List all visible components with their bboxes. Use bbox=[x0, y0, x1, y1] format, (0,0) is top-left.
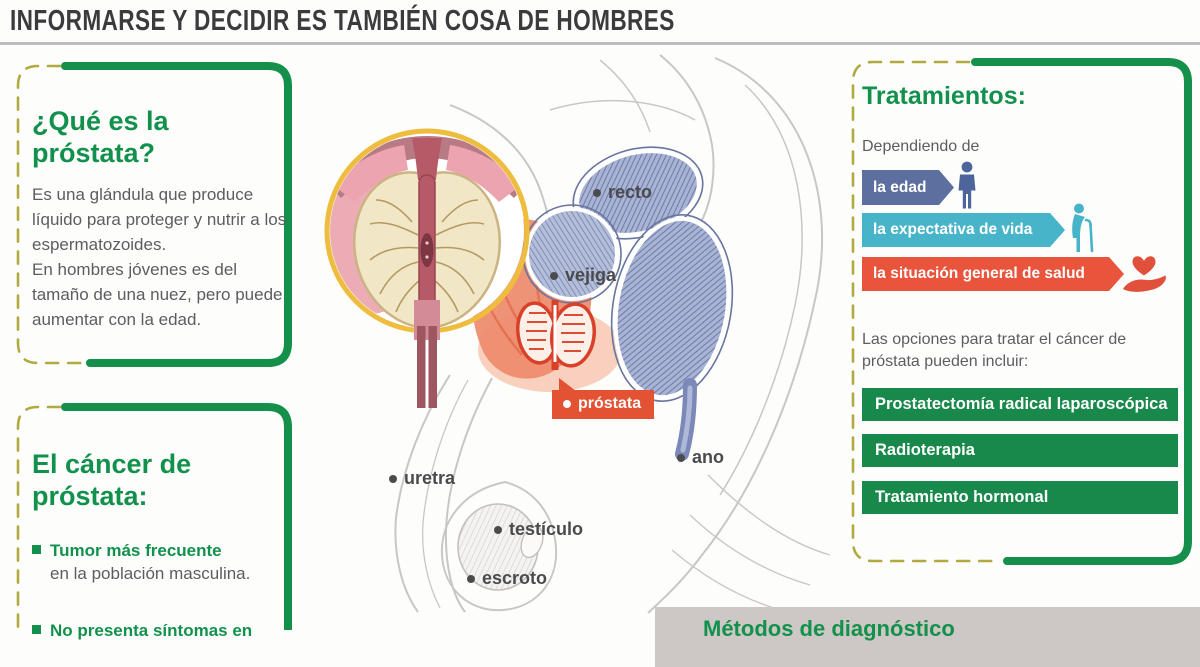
box-frame bbox=[16, 62, 292, 367]
bullet-rest-text: en la población masculina. bbox=[50, 564, 251, 583]
heart-in-hand-icon bbox=[1123, 256, 1166, 292]
what-is-prostate-box: ¿Qué es la próstata? Es una glándula que… bbox=[10, 62, 294, 368]
treatment-option-prostatectomy: Prostatectomía radical laparoscópica bbox=[862, 388, 1178, 421]
person-icon bbox=[958, 161, 976, 209]
bullet-dot-icon bbox=[593, 188, 601, 197]
label-text: recto bbox=[608, 182, 653, 202]
bullet-bold-text: Tumor más frecuente bbox=[50, 541, 222, 560]
label-recto: recto bbox=[593, 182, 652, 203]
label-text: testículo bbox=[509, 519, 584, 539]
factor-health-banner: la situación general de salud bbox=[862, 257, 1124, 291]
bullet-dot-icon bbox=[677, 453, 685, 462]
treatments-title: Tratamientos: bbox=[862, 82, 1026, 110]
pelvis-anatomy-illustration: recto vejiga próstata ano uretra testícu… bbox=[300, 50, 840, 615]
label-escroto: escroto bbox=[467, 568, 547, 589]
label-vejiga: vejiga bbox=[550, 265, 616, 286]
treatments-subtitle: Dependiendo de bbox=[862, 138, 980, 155]
label-testiculo: testículo bbox=[494, 519, 583, 540]
box-frame bbox=[16, 403, 292, 630]
box-frame bbox=[851, 58, 1192, 565]
bullet-dot-icon bbox=[467, 574, 475, 583]
treatment-option-radiotherapy: Radioterapia bbox=[862, 434, 1178, 467]
list-item: No presenta síntomas en bbox=[32, 619, 282, 642]
label-ano: ano bbox=[677, 447, 724, 468]
factor-age-banner: la edad bbox=[862, 170, 954, 205]
prostate-cancer-title: El cáncer de próstata: bbox=[32, 449, 192, 511]
square-bullet-icon bbox=[32, 545, 41, 554]
factor-label: la edad bbox=[873, 178, 927, 196]
what-is-prostate-text: Es una glándula que produce líquido para… bbox=[32, 182, 288, 332]
bullet-dot-icon bbox=[494, 525, 502, 534]
paragraph: Es una glándula que produce líquido para… bbox=[32, 185, 287, 254]
treatments-box: Tratamientos: Dependiendo de la edad la … bbox=[845, 58, 1192, 565]
label-text: próstata bbox=[578, 395, 642, 412]
bullet-bold-text: No presenta síntomas en bbox=[50, 621, 253, 640]
anatomy-drawing bbox=[324, 54, 831, 614]
elderly-person-icon bbox=[1072, 203, 1094, 253]
factor-label: la expectativa de vida bbox=[873, 221, 1033, 238]
bullet-dot-icon bbox=[563, 400, 571, 408]
bullet-dot-icon bbox=[389, 474, 397, 483]
what-is-prostate-title: ¿Qué es la próstata? bbox=[32, 106, 169, 168]
paragraph: En hombres jóvenes es del tamaño de una … bbox=[32, 260, 283, 329]
label-uretra: uretra bbox=[389, 468, 455, 489]
label-text: ano bbox=[692, 447, 725, 467]
label-text: vejiga bbox=[565, 265, 617, 285]
diagnosis-methods-title: Métodos de diagnóstico bbox=[703, 616, 955, 641]
factor-life-expectancy-banner: la expectativa de vida bbox=[862, 213, 1065, 247]
treatment-options-intro: Las opciones para tratar el cáncer de pr… bbox=[862, 331, 1127, 370]
infographic-page: { "header": { "title": "INFORMARSE Y DEC… bbox=[0, 5, 1200, 667]
page-title: INFORMARSE Y DECIDIR ES TAMBIÉN COSA DE … bbox=[10, 5, 675, 37]
treatment-option-hormonal: Tratamiento hormonal bbox=[862, 481, 1178, 514]
bullet-dot-icon bbox=[550, 271, 558, 280]
list-item: Tumor más frecuente en la población masc… bbox=[32, 539, 282, 585]
diagnosis-methods-bar: Métodos de diagnóstico bbox=[655, 607, 1200, 667]
prostate-cancer-box: El cáncer de próstata: Tumor más frecuen… bbox=[10, 403, 294, 640]
label-text: escroto bbox=[482, 568, 548, 588]
factor-label: la situación general de salud bbox=[873, 265, 1085, 282]
header-divider bbox=[0, 42, 1200, 45]
label-prostata: próstata bbox=[552, 378, 655, 419]
label-text: uretra bbox=[404, 468, 456, 488]
